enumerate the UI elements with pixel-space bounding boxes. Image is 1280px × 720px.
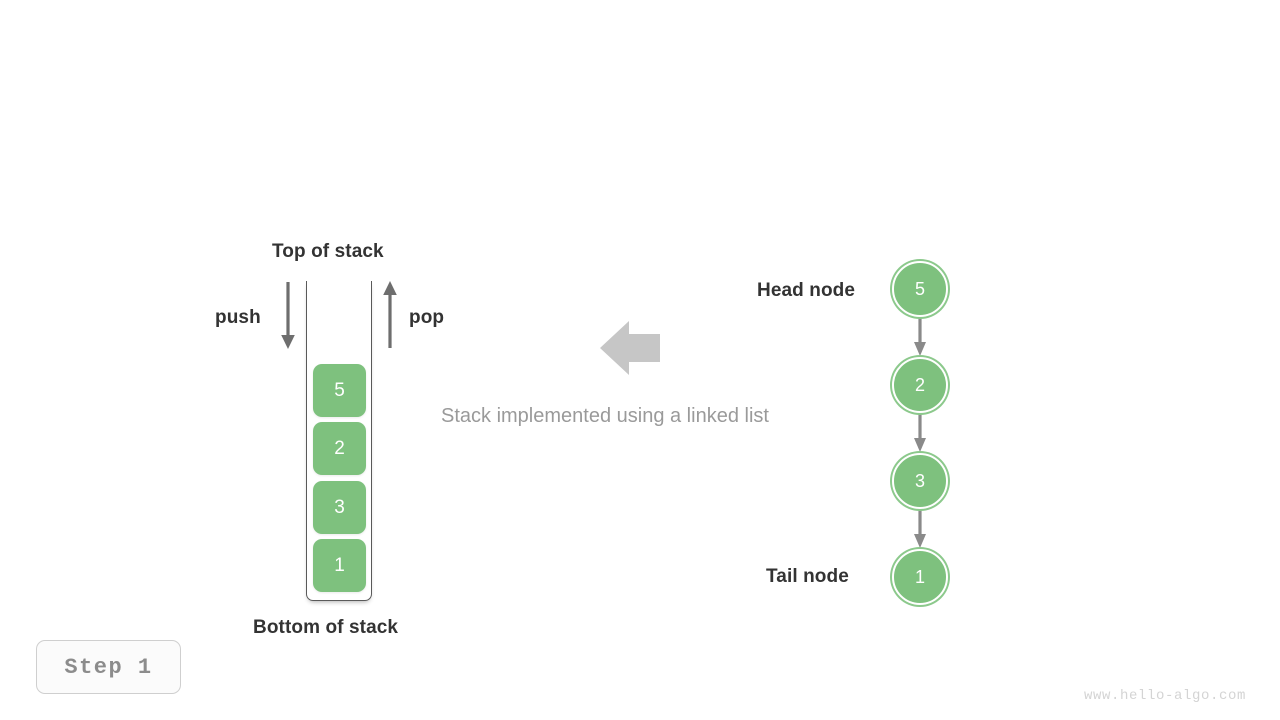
stack-cell: 5 <box>313 364 366 417</box>
pop-arrow-icon <box>383 281 397 348</box>
top-of-stack-label: Top of stack <box>272 241 384 262</box>
stack-cell: 2 <box>313 422 366 475</box>
watermark: www.hello-algo.com <box>1083 688 1246 704</box>
linked-list-node: 3 <box>892 453 948 509</box>
stack-cell: 3 <box>313 481 366 534</box>
linked-list-connector-arrow-icon <box>914 316 926 356</box>
push-arrow-icon <box>281 282 295 349</box>
linked-list-node: 2 <box>892 357 948 413</box>
stack-cell: 1 <box>313 539 366 592</box>
diagram-caption: Stack implemented using a linked list <box>441 405 769 427</box>
step-badge: Step 1 <box>36 640 181 694</box>
linked-list-node: 5 <box>892 261 948 317</box>
head-node-label: Head node <box>757 280 856 301</box>
left-arrow-icon <box>600 321 660 375</box>
linked-list-node: 1 <box>892 549 948 605</box>
linked-list-connector-arrow-icon <box>914 412 926 452</box>
linked-list-connector-arrow-icon <box>914 508 926 548</box>
tail-node-label: Tail node <box>766 566 849 587</box>
bottom-of-stack-label: Bottom of stack <box>253 617 399 638</box>
pop-label: pop <box>409 307 445 328</box>
push-label: push <box>215 307 261 328</box>
stack-container <box>306 281 372 601</box>
